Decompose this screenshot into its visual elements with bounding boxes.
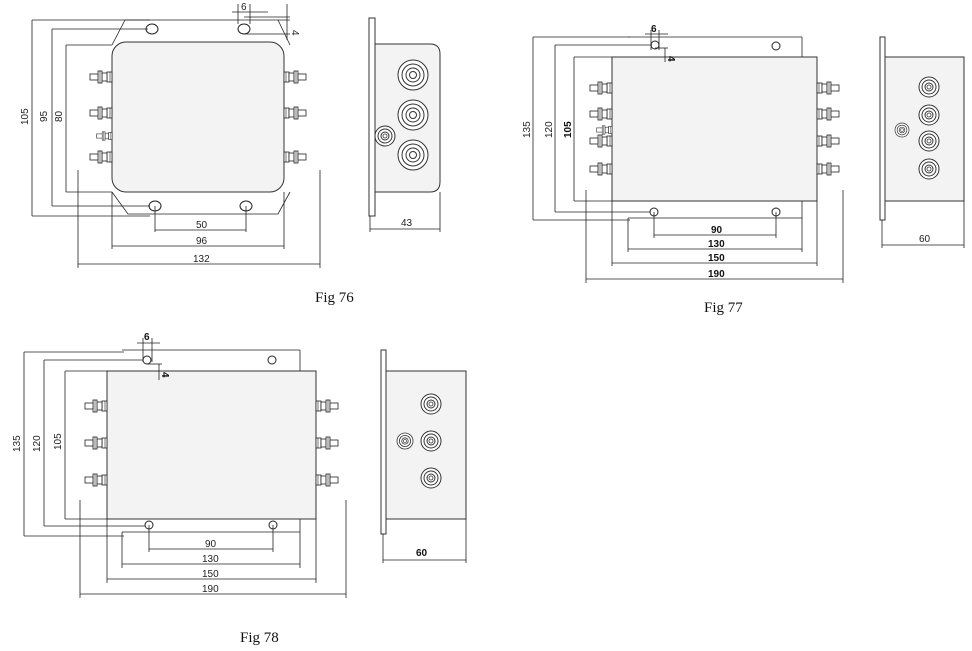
fig77-dim-w-total: 190 <box>708 269 725 280</box>
fig76-front-view <box>31 4 321 268</box>
fig78-dim-w-holes: 90 <box>205 539 217 550</box>
fig78-dim-offset: 4 <box>159 372 170 378</box>
fig77-mount-hole <box>771 41 781 51</box>
fig78-front-view <box>23 338 347 598</box>
fig77-caption: Fig 77 <box>704 300 743 316</box>
fig78-dim-h-inner: 105 <box>53 433 64 450</box>
fig78-dim-h-outer: 135 <box>12 435 23 452</box>
fig76-caption: Fig 76 <box>315 290 354 306</box>
fig78-dim-w-a: 130 <box>202 554 219 565</box>
fig78-dim-w-total: 190 <box>202 584 219 595</box>
fig77-side-view <box>879 36 965 248</box>
fig78-body <box>106 370 317 520</box>
fig78-dim-h-mid: 120 <box>32 435 43 452</box>
fig78-dim-hole-d: 6 <box>144 332 150 343</box>
fig76-dim-w-holes: 50 <box>196 220 208 231</box>
fig77-dim-h-outer: 135 <box>522 121 533 138</box>
fig77-dim-w-a: 130 <box>708 239 725 250</box>
fig77-body <box>611 56 818 202</box>
fig77-dim-h-inner: 105 <box>563 121 574 138</box>
fig78-dim-w-b: 150 <box>202 569 219 580</box>
fig78-dim-side-depth: 60 <box>416 548 428 559</box>
fig77-dim-side-depth: 60 <box>919 234 931 245</box>
fig76-mount-hole <box>237 23 251 35</box>
fig76-dim-h-outer: 105 <box>20 108 31 125</box>
fig76-side-view <box>368 17 441 232</box>
fig76-dim-h-mid: 95 <box>39 110 50 122</box>
fig77-dim-w-b: 150 <box>708 253 725 264</box>
fig76-dim-offset: 4 <box>289 30 300 36</box>
fig76-dim-w-total: 132 <box>193 254 210 265</box>
fig78-caption: Fig 78 <box>240 630 279 646</box>
fig76-dim-side-depth: 43 <box>401 218 413 229</box>
fig77-dim-w-holes: 90 <box>711 225 723 236</box>
fig76-dim-w-body: 96 <box>196 236 208 247</box>
fig77-front-view <box>532 30 844 283</box>
fig77-dim-hole-d: 6 <box>651 24 657 35</box>
fig77-dim-offset: 4 <box>665 56 676 62</box>
fig78-side-view <box>380 349 467 563</box>
fig77-dim-h-mid: 120 <box>544 121 555 138</box>
fig76-body <box>111 41 285 193</box>
fig78-mount-hole <box>142 355 152 365</box>
fig76-dim-h-inner: 80 <box>54 110 65 122</box>
fig76-dim-hole-d: 6 <box>241 2 247 13</box>
fig78-mount-hole <box>267 355 277 365</box>
